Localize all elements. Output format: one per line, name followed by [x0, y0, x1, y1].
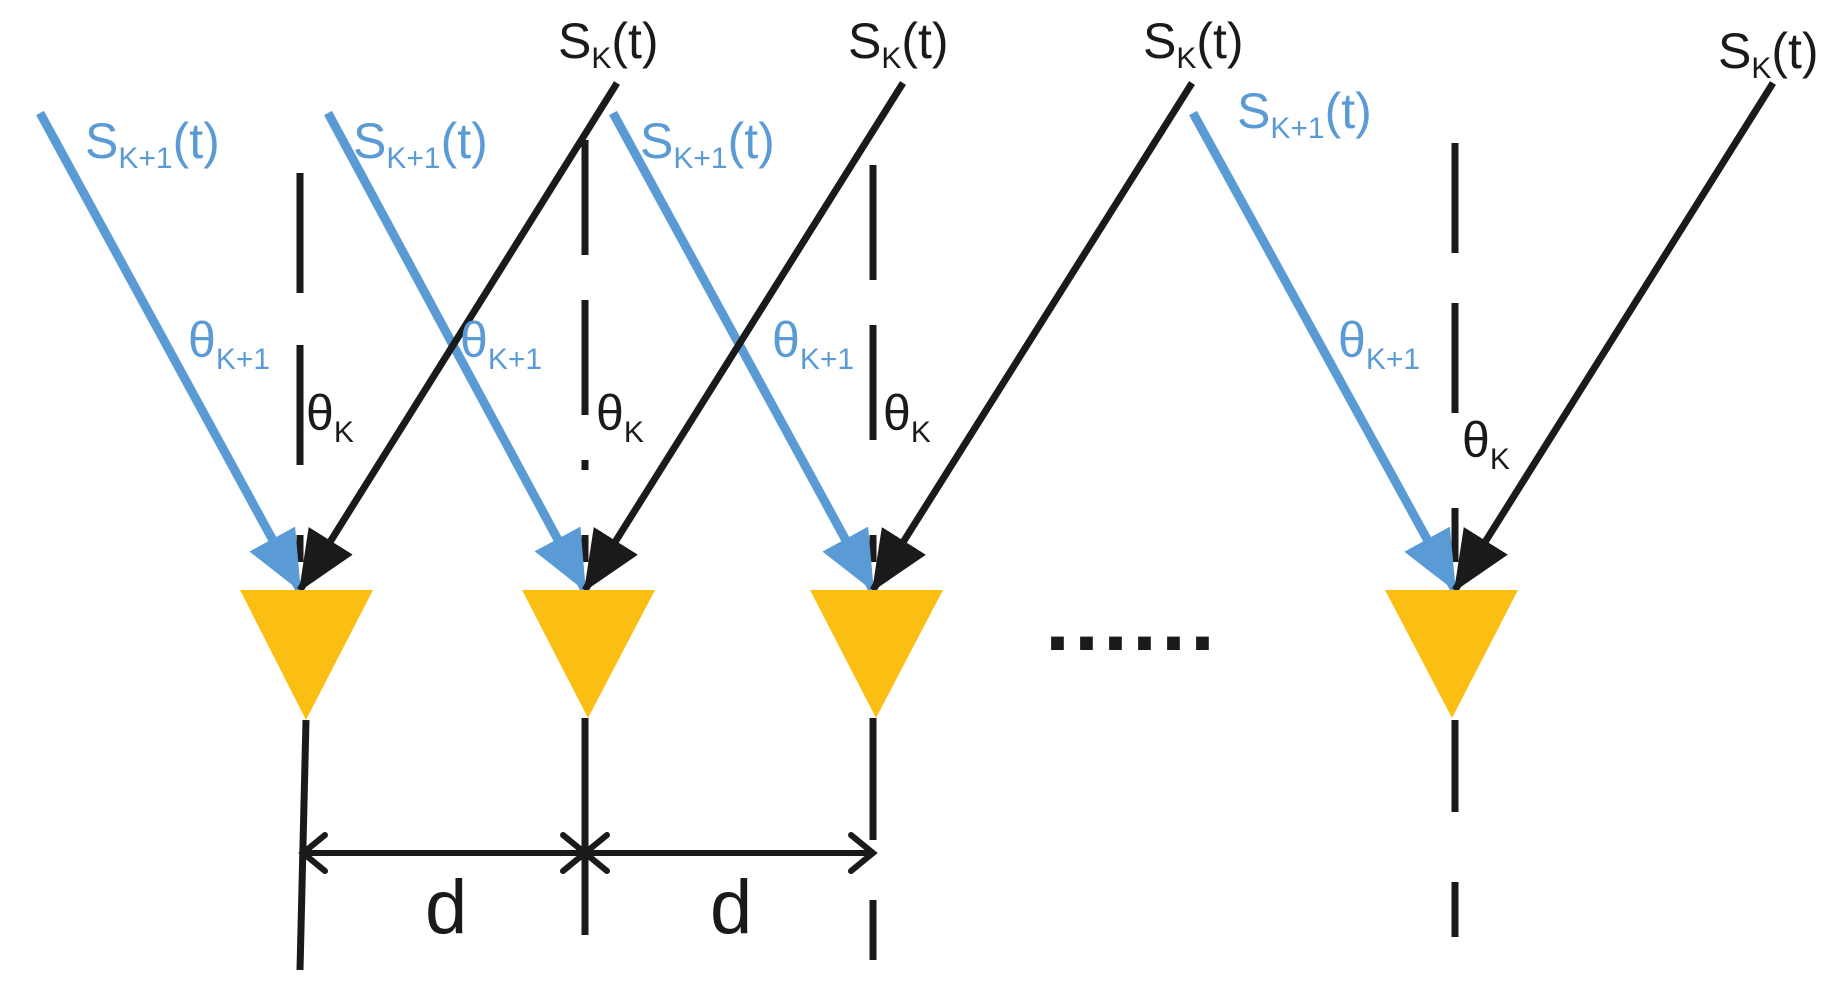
- signal-k1-label-1: SK+1(t): [85, 113, 220, 175]
- theta-k1-label-n: θK+1: [1338, 312, 1420, 376]
- signal-k1-arrows: [36, 110, 1459, 593]
- reference-axes: [296, 140, 1459, 971]
- signal-k1-arrow-2: [324, 110, 589, 593]
- theta-k-label-2: θK: [596, 385, 644, 449]
- signal-k1-arrow-3: [609, 110, 877, 593]
- sensor-3-triangle: [810, 590, 943, 718]
- signal-k-label-1: SK(t): [558, 13, 659, 75]
- theta-k-labels: θK θK θK θK: [306, 385, 1510, 476]
- theta-k-label-3: θK: [883, 385, 931, 449]
- sensor-n-triangle: [1385, 590, 1518, 718]
- signal-k-arrow-1: [297, 81, 620, 592]
- signal-k-labels: SK(t) SK(t) SK(t) SK(t): [558, 13, 1819, 85]
- theta-k1-label-1: θK+1: [188, 312, 270, 376]
- signal-k-arrow-2: [582, 81, 906, 592]
- signal-k-arrow-n: [1452, 81, 1776, 592]
- theta-k-label-n: θK: [1462, 412, 1510, 476]
- signal-k1-label-n: SK+1(t): [1237, 83, 1372, 145]
- spacing-dimensions: [298, 832, 878, 874]
- sensor-2-triangle: [522, 590, 655, 718]
- spacing-arrowhead-left-1: [298, 832, 328, 874]
- theta-k1-label-3: θK+1: [772, 312, 854, 376]
- axis-1-lower: [296, 719, 310, 971]
- signal-k-label-2: SK(t): [848, 13, 949, 75]
- signal-k-label-3: SK(t): [1143, 13, 1244, 75]
- spacing-arrowhead-right-2: [848, 832, 878, 874]
- theta-k1-labels: θK+1 θK+1 θK+1 θK+1: [188, 312, 1420, 376]
- spacing-label-1: d: [425, 865, 467, 950]
- sensor-array: [240, 590, 1518, 720]
- signal-k1-label-3: SK+1(t): [640, 113, 775, 175]
- array-ellipsis: ......: [1045, 570, 1219, 670]
- signal-k-label-n: SK(t): [1718, 23, 1819, 85]
- signal-k1-labels: SK+1(t) SK+1(t) SK+1(t) SK+1(t): [85, 83, 1372, 175]
- signal-k1-arrow-n: [1189, 110, 1459, 593]
- signal-k-arrows: [297, 81, 1776, 592]
- theta-k1-label-2: θK+1: [460, 312, 542, 376]
- spacing-label-2: d: [710, 865, 752, 950]
- spacing-arrowhead-left-2: [580, 832, 610, 874]
- signal-k1-label-2: SK+1(t): [353, 113, 488, 175]
- signal-k-arrow-3: [870, 81, 1195, 592]
- sensor-1-triangle: [240, 590, 373, 720]
- signal-k1-arrow-1: [36, 110, 304, 593]
- theta-k-label-1: θK: [306, 385, 354, 449]
